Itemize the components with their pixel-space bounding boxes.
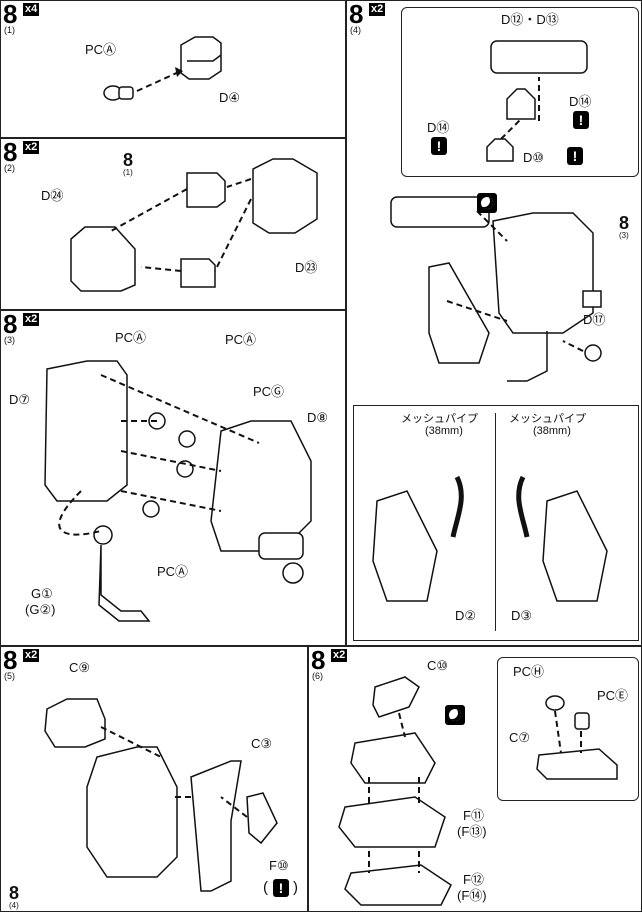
step-number: 8: [349, 0, 364, 29]
part-label-pc: PCⒶ: [85, 42, 117, 57]
reference-step-badge: 8(3): [619, 213, 630, 240]
part-label-pca-3: PCⒶ: [157, 564, 189, 579]
step-8-1-panel: 8 x4 (1) PCⒶ D④: [0, 0, 346, 138]
mesh-pipe-length-left: (38mm): [425, 425, 463, 437]
part-label-c3: C③: [251, 736, 273, 751]
step-number: 8: [3, 646, 18, 675]
step-number: 8: [311, 646, 326, 675]
reference-step-badge: 8(4): [9, 883, 20, 910]
step-8-1-drawing: [103, 36, 222, 101]
step-8-6-drawing: [338, 676, 618, 906]
part-label-d8: D⑧: [307, 410, 329, 425]
step-8-6-panel: 8 x2 (6) C⑩ PCⒽ PCⒺ C⑦ F⑪ (F⑬) F⑫ (F⑭): [308, 646, 642, 912]
mesh-pipe-length-right: (38mm): [533, 425, 571, 437]
part-label-d17: D⑰: [583, 312, 606, 327]
quantity-badge: x2: [23, 649, 40, 662]
quantity-badge: x2: [331, 649, 348, 662]
part-label-d2: D②: [455, 608, 477, 623]
part-label-d12-d13: D⑫・D⑬: [501, 12, 559, 27]
part-label-g2: (G②): [25, 602, 56, 617]
substep-label: (5): [4, 671, 15, 681]
part-label-d10: D⑩: [523, 150, 545, 165]
detail-inset-bottom: [353, 405, 639, 641]
part-label-d3: D③: [511, 608, 533, 623]
substep-label: (3): [4, 335, 15, 345]
apply-marker-icon: [445, 705, 465, 725]
part-label-pch: PCⒽ: [513, 664, 545, 679]
mesh-pipe-drawing: [372, 475, 608, 602]
inset-divider: [495, 413, 496, 631]
detail-inset: [497, 657, 639, 801]
part-label-f13: (F⑬): [457, 824, 487, 839]
step-8-2-drawing: [70, 158, 318, 292]
substep-label: (6): [312, 671, 323, 681]
paren-right: ): [293, 879, 298, 896]
part-label-c10: C⑩: [427, 658, 449, 673]
step-number: 8: [3, 310, 18, 339]
part-label-f12: F⑫: [463, 872, 484, 887]
step-8-4-panel: 8 x2 (4) D⑫・D⑬ D⑭ ! D⑭ ! D⑩ ! 8(3) D⑰: [346, 0, 642, 646]
quantity-badge: x4: [23, 3, 40, 16]
part-label-d14-right: D⑭: [569, 94, 592, 109]
step-8-2-panel: 8 x2 (2) 8(1) D㉔ D㉓: [0, 138, 346, 310]
warning-icon: !: [567, 147, 583, 165]
part-label-c7: C⑦: [509, 730, 531, 745]
part-label-f11: F⑪: [463, 808, 484, 823]
substep-label: (1): [4, 25, 15, 35]
mesh-pipe-label-left: メッシュパイプ: [401, 413, 478, 425]
warning-icon: !: [573, 111, 589, 129]
apply-marker-icon: [477, 193, 497, 213]
part-label-d4: D④: [219, 90, 241, 105]
substep-label: (2): [4, 163, 15, 173]
quantity-badge: x2: [369, 3, 386, 16]
quantity-badge: x2: [23, 141, 40, 154]
warning-icon: !: [431, 137, 447, 155]
part-label-c9: C⑨: [69, 660, 91, 675]
part-label-d7: D⑦: [9, 392, 31, 407]
mesh-pipe-label-right: メッシュパイプ: [509, 413, 586, 425]
paren-left: (: [263, 879, 268, 896]
part-label-f10: F⑩: [269, 858, 289, 873]
part-label-f14: (F⑭): [457, 888, 487, 903]
part-label-pca-2: PCⒶ: [225, 332, 257, 347]
step-number: 8: [3, 0, 18, 29]
part-label-g1: G①: [31, 586, 53, 601]
step-8-4-drawing: [390, 40, 602, 382]
substep-label: (4): [350, 25, 361, 35]
warning-icon: !: [273, 879, 289, 897]
reference-step-badge: 8(1): [123, 150, 134, 177]
part-label-d23: D㉓: [295, 260, 318, 275]
part-label-d24: D㉔: [41, 188, 64, 203]
step-8-3-panel: 8 x2 (3) PCⒶ PCⒶ PCⒼ D⑦ D⑧ PCⒶ G① (G②): [0, 310, 346, 646]
quantity-badge: x2: [23, 313, 40, 326]
step-8-5-drawing: [44, 698, 278, 892]
part-label-d14-left: D⑭: [427, 120, 450, 135]
part-label-pca-1: PCⒶ: [115, 330, 147, 345]
part-label-pce: PCⒺ: [597, 688, 629, 703]
detail-inset-top: [401, 7, 639, 177]
step-number: 8: [3, 138, 18, 167]
step-8-3-drawing: [44, 360, 312, 622]
part-label-pcg: PCⒼ: [253, 384, 285, 399]
step-8-5-panel: 8 x2 (5) C⑨ C③ F⑩ ( ! ) 8(4): [0, 646, 308, 912]
